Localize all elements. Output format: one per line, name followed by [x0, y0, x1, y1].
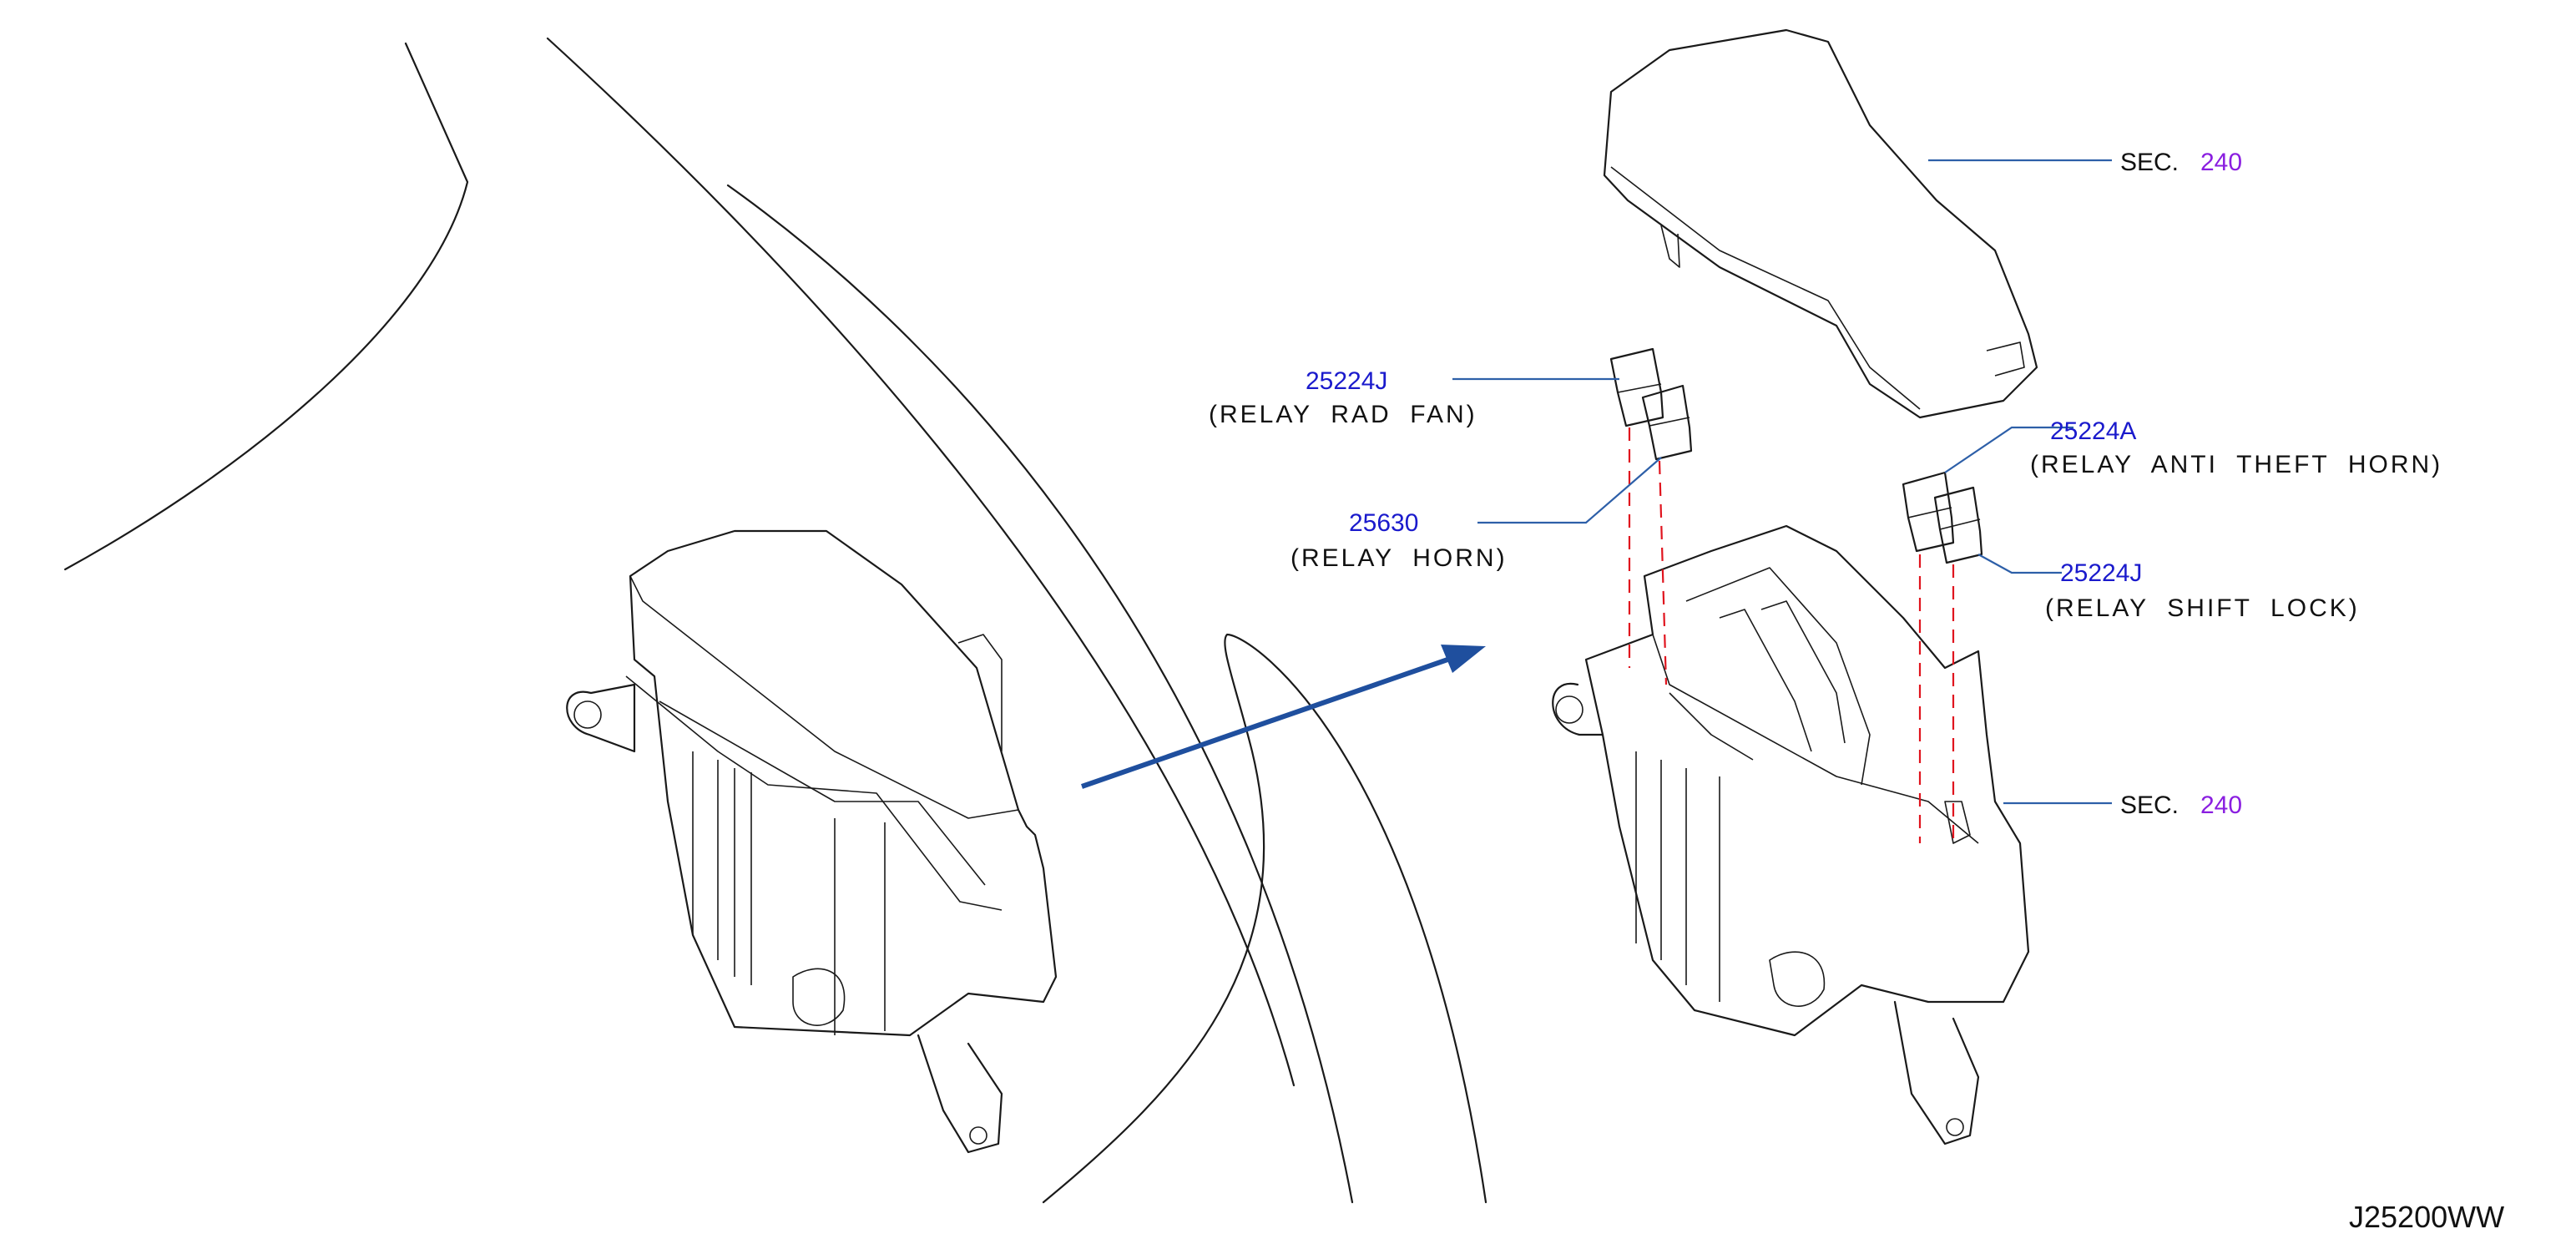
part-number-rad-fan: 25224J [1306, 367, 1387, 395]
part-number-horn: 25630 [1349, 509, 1418, 537]
relay-box-open [1552, 524, 2030, 1145]
callout-horn: 25630 (RELAY HORN) [1291, 509, 1508, 572]
relay-box-cover [1603, 28, 2038, 419]
description-horn: (RELAY HORN) [1291, 544, 1508, 572]
vehicle-body-outline [63, 37, 1488, 1204]
install-guide-lines [1628, 427, 1955, 843]
part-number-anti-theft-horn: 25224A [2050, 417, 2136, 445]
section-number-box: 240 [2200, 791, 2242, 819]
relay-box-assembled [566, 529, 1058, 1154]
callout-rad-fan: 25224J (RELAY RAD FAN) [1209, 367, 1477, 428]
diagram-code: J25200WW [2349, 1200, 2504, 1234]
description-rad-fan: (RELAY RAD FAN) [1209, 401, 1477, 428]
description-shift-lock: (RELAY SHIFT LOCK) [2045, 594, 2360, 622]
callout-shift-lock: 25224J (RELAY SHIFT LOCK) [2045, 559, 2360, 622]
relay-horn [1641, 384, 1693, 461]
section-prefix-box: SEC. [2120, 791, 2179, 819]
relay-shift-lock [1933, 486, 1983, 564]
leader-lines [1452, 159, 2112, 805]
section-prefix-cover: SEC. [2120, 149, 2179, 176]
callout-anti-theft-horn: 25224A (RELAY ANTI THEFT HORN) [2030, 417, 2442, 478]
part-number-shift-lock: 25224J [2060, 559, 2142, 587]
callout-cover-section: SEC. 240 [2120, 149, 2242, 176]
section-number-cover: 240 [2200, 149, 2242, 176]
callout-box-section: SEC. 240 [2120, 791, 2242, 819]
explode-arrow [1081, 645, 1486, 789]
relay-anti-theft-horn [1902, 471, 1955, 553]
relay-rad-fan [1609, 347, 1664, 427]
description-anti-theft-horn: (RELAY ANTI THEFT HORN) [2030, 451, 2442, 478]
